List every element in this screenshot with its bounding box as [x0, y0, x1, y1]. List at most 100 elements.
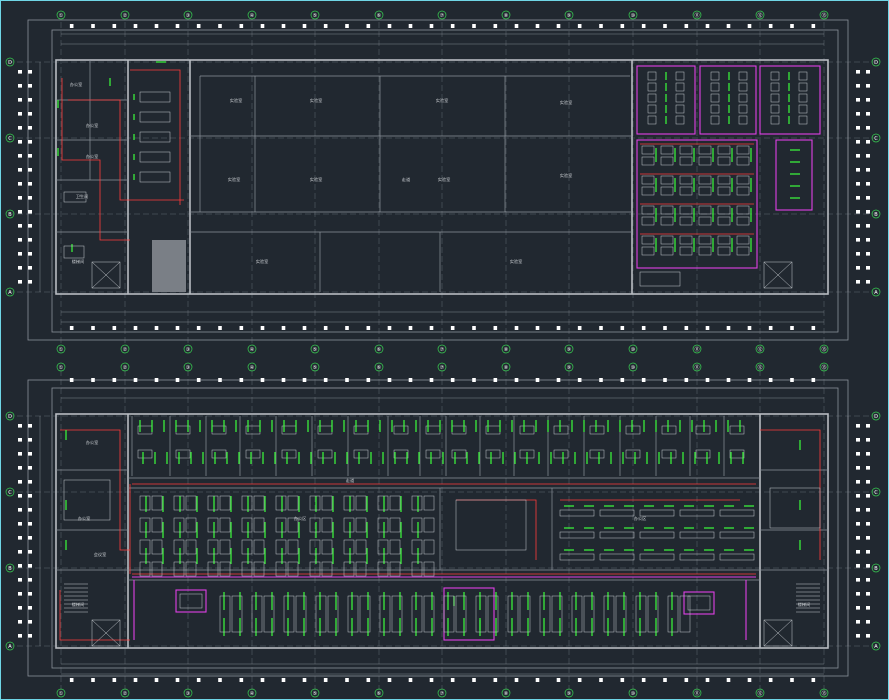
- room-label: 实验室: [230, 97, 243, 104]
- axis-label: ①: [59, 691, 64, 697]
- room-label: 办公区: [634, 515, 647, 522]
- axis-bubble-col: ⑫: [755, 344, 765, 354]
- axis-label: ⑧: [504, 691, 509, 697]
- axis-label: B: [8, 566, 12, 572]
- room-label: 走道: [402, 176, 411, 183]
- axis-bubble-col: ⑩: [628, 10, 638, 20]
- axis-bubble-col: ③: [183, 10, 193, 20]
- axis-label: D: [874, 414, 878, 420]
- axis-label: ⑦: [440, 365, 445, 371]
- axis-label: ⑥: [377, 347, 382, 353]
- axis-bubble-col: ④: [247, 688, 257, 698]
- axis-label: ⑬: [821, 12, 826, 19]
- axis-label: ⑦: [440, 13, 445, 19]
- axis-label: ⑧: [504, 347, 509, 353]
- axis-label: ⑩: [631, 365, 636, 371]
- axis-label: ⑪: [694, 690, 699, 697]
- room-label: 办公室: [86, 153, 99, 160]
- axis-bubble-col: ⑤: [310, 10, 320, 20]
- axis-bubble-col: ③: [183, 688, 193, 698]
- room-label: 实验室: [310, 97, 323, 104]
- axis-bubble-col: ⑩: [628, 362, 638, 372]
- upper-left-wiring: [57, 61, 184, 252]
- upper-dimension-ticks: [18, 24, 870, 330]
- room-label: 办公区: [294, 515, 307, 522]
- upper-dimension-lines: [39, 33, 849, 323]
- axis-bubble-col: ⑤: [310, 344, 320, 354]
- axis-bubble-col: ⑧: [501, 362, 511, 372]
- axis-label: ⑪: [694, 346, 699, 353]
- lower-stair-right: [763, 619, 793, 647]
- axis-bubble-col: ⑦: [437, 344, 447, 354]
- axis-bubble-col: ④: [247, 362, 257, 372]
- axis-label: ⑪: [694, 12, 699, 19]
- axis-label: ⑤: [313, 365, 317, 371]
- upper-stair-right: [763, 261, 793, 289]
- axis-bubble-col: ②: [120, 362, 130, 372]
- axis-label: A: [874, 290, 878, 296]
- axis-bubble-row: A: [5, 641, 15, 651]
- axis-label: C: [8, 490, 12, 496]
- axis-bubble-col: ④: [247, 344, 257, 354]
- axis-bubble-row: B: [5, 209, 15, 219]
- axis-bubble-col: ⑬: [819, 362, 829, 372]
- room-label: 实验室: [310, 176, 323, 183]
- axis-label: ①: [59, 347, 64, 353]
- lower-horizontal-grid: [8, 415, 880, 647]
- room-label: 办公室: [70, 81, 83, 88]
- axis-bubble-row: A: [5, 287, 15, 297]
- axis-label: ⑬: [821, 346, 826, 353]
- axis-bubble-col: ⑪: [692, 10, 702, 20]
- axis-label: ⑤: [313, 691, 317, 697]
- lower-exterior-wall: [55, 413, 829, 649]
- axis-label: ①: [59, 13, 64, 19]
- axis-label: B: [874, 212, 878, 218]
- lower-floor-plan: 办公室 办公室 会议室 走道 办公区 办公区 楼梯间 楼梯间 ①①②②③③④④⑤…: [5, 362, 881, 698]
- axis-label: D: [874, 60, 878, 66]
- axis-bubble-row: C: [5, 487, 15, 497]
- axis-label: ⑬: [821, 690, 826, 697]
- axis-bubble-col: ⑧: [501, 688, 511, 698]
- upper-frame: [51, 29, 839, 333]
- axis-bubble-col: ⑪: [692, 362, 702, 372]
- axis-label: ③: [186, 365, 190, 371]
- axis-bubble-col: ⑦: [437, 10, 447, 20]
- axis-bubble-col: ⑫: [755, 10, 765, 20]
- axis-bubble-col: ①: [56, 344, 66, 354]
- lower-dimension-lines: [39, 387, 849, 675]
- axis-label: ④: [250, 13, 255, 19]
- room-label: 实验室: [436, 97, 449, 104]
- axis-bubble-col: ⑥: [374, 688, 384, 698]
- axis-bubble-row: B: [871, 209, 881, 219]
- axis-label: ⑫: [757, 12, 762, 19]
- axis-bubble-col: ⑩: [628, 344, 638, 354]
- axis-bubble-col: ⑥: [374, 362, 384, 372]
- axis-label: ③: [186, 13, 190, 19]
- axis-label: ⑫: [757, 690, 762, 697]
- axis-label: ③: [186, 347, 190, 353]
- axis-bubble-col: ⑦: [437, 362, 447, 372]
- upper-room-labels: 实验室 实验室 实验室 实验室 实验室 实验室 走道 实验室 实验室 实验室 实…: [70, 81, 573, 265]
- axis-bubble-col: ⑦: [437, 688, 447, 698]
- axis-bubble-row: C: [871, 133, 881, 143]
- axis-label: D: [8, 60, 12, 66]
- axis-bubble-col: ③: [183, 362, 193, 372]
- axis-bubble-row: D: [871, 57, 881, 67]
- axis-label: ⑨: [567, 13, 571, 19]
- axis-bubble-col: ④: [247, 10, 257, 20]
- axis-label: ③: [186, 691, 190, 697]
- axis-label: ⑨: [567, 347, 571, 353]
- axis-label: A: [8, 644, 12, 650]
- axis-label: ⑤: [313, 13, 317, 19]
- axis-bubble-col: ⑧: [501, 344, 511, 354]
- axis-bubble-col: ⑥: [374, 10, 384, 20]
- axis-label: ⑧: [504, 13, 509, 19]
- axis-bubble-col: ⑬: [819, 10, 829, 20]
- axis-label: ⑬: [821, 364, 826, 371]
- lower-stair-left: [91, 619, 121, 647]
- axis-label: C: [8, 136, 12, 142]
- axis-bubble-col: ⑧: [501, 10, 511, 20]
- axis-bubble-col: ⑥: [374, 344, 384, 354]
